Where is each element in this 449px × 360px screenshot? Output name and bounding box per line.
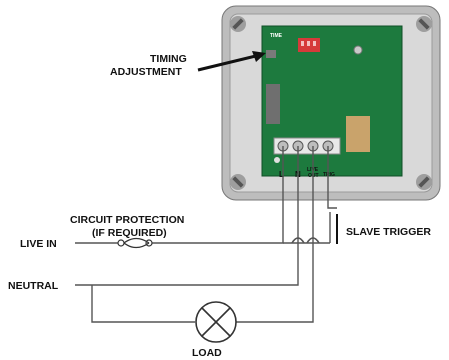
corner-screw <box>230 16 246 32</box>
load-lamp-icon <box>195 301 237 343</box>
corner-screw <box>230 174 246 190</box>
circuit-protection-label: CIRCUIT PROTECTION <box>70 214 184 226</box>
corner-screw <box>416 174 432 190</box>
timing-potentiometer <box>266 50 276 58</box>
circuit-protection-label-2: (IF REQUIRED) <box>92 227 167 239</box>
load-label: LOAD <box>192 347 222 359</box>
wiring <box>75 146 338 323</box>
timing-arrow <box>197 51 266 72</box>
live-in-label: LIVE IN <box>20 238 57 250</box>
fuse-symbol <box>117 237 153 249</box>
slave-trigger-label: SLAVE TRIGGER <box>346 226 431 238</box>
relay <box>346 116 370 152</box>
neutral-label: NEUTRAL <box>8 280 59 292</box>
terminal-trig-label: TRIG <box>323 172 335 178</box>
corner-screw <box>416 16 432 32</box>
board-led <box>274 157 280 163</box>
time-label: TIME <box>270 33 283 39</box>
timing-adjustment-label: TIMING <box>150 53 187 65</box>
relay-component <box>266 84 280 124</box>
timing-adjustment-label-2: ADJUSTMENT <box>110 66 182 78</box>
mounting-hole <box>353 45 363 55</box>
terminal-l-label: L <box>279 170 284 179</box>
